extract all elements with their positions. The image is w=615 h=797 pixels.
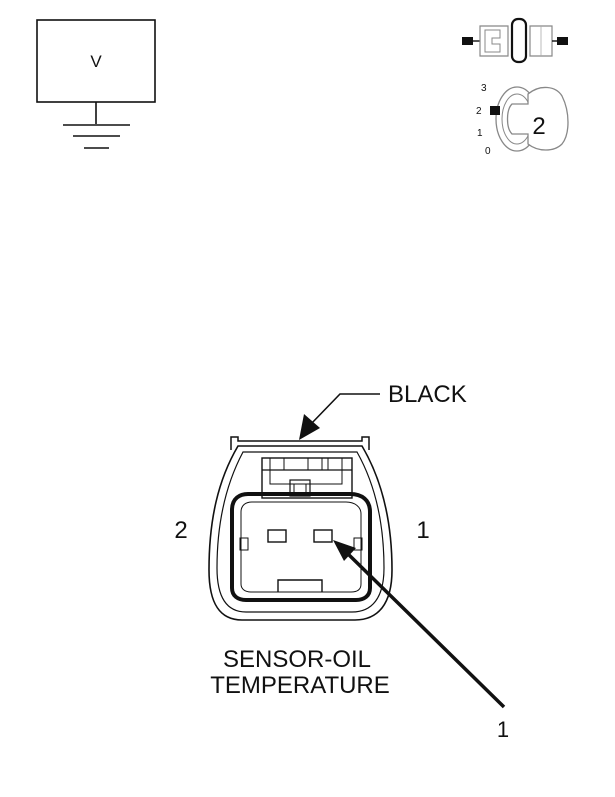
connector-color-callout: BLACK [299, 381, 467, 440]
pin-label-right: 1 [416, 517, 429, 544]
probe-arrow [333, 540, 506, 709]
connector-outer-housing [208, 445, 393, 621]
connector-name-line1: SENSOR-OIL [223, 646, 371, 673]
terminal-pin-2 [267, 529, 287, 543]
callout-arrowhead [299, 414, 320, 440]
probe-pin-label: 1 [497, 717, 509, 742]
ignition-position-0: 0 [485, 146, 491, 157]
pin-label-left: 2 [174, 517, 187, 544]
ignition-position-2: 2 [476, 106, 482, 117]
voltmeter-symbol: V [36, 19, 156, 149]
terminal-pin-1 [313, 529, 333, 543]
connector-terminal-cavity [230, 492, 372, 602]
ignition-position-1: 1 [477, 128, 483, 139]
ignition-position-3: 3 [481, 83, 487, 94]
ground-icon [63, 124, 130, 149]
connector-color-label: BLACK [388, 381, 467, 408]
connector-name-line2: TEMPERATURE [210, 672, 390, 699]
ignition-switch-icon: 3 2 1 0 2 [476, 83, 569, 157]
connector-disconnect-icon [462, 17, 568, 64]
ignition-position-marker [490, 106, 500, 115]
connector-face [208, 436, 393, 621]
ignition-selected-position: 2 [532, 113, 545, 140]
voltmeter-label: V [90, 52, 102, 71]
ignition-key-head [506, 86, 569, 151]
probe-arrowhead [333, 540, 356, 561]
